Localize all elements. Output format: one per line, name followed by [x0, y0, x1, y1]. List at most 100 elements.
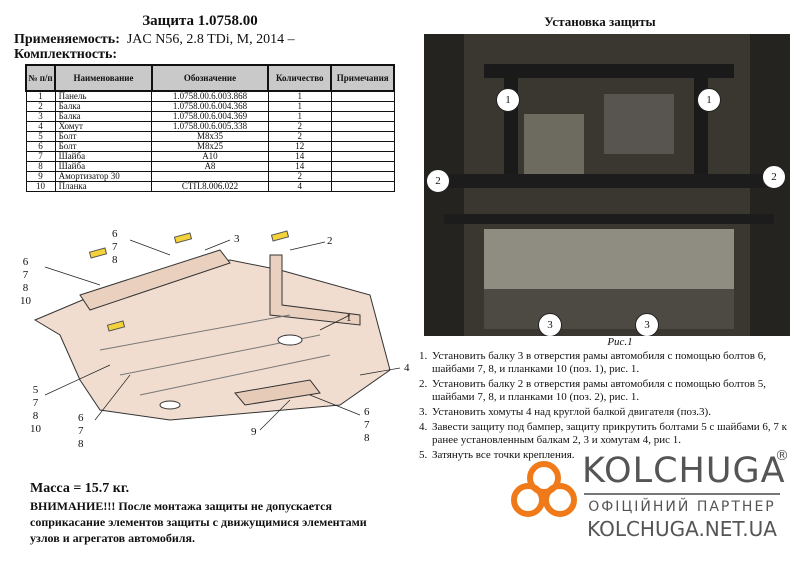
column-header: Обозначение	[150, 64, 270, 92]
cell-name: Балка	[54, 101, 153, 112]
beam-part	[269, 254, 361, 326]
cell-name: Болт	[54, 141, 153, 152]
step: Установить хомуты 4 над круглой балкой д…	[430, 406, 800, 419]
cell-qty: 14	[267, 151, 332, 162]
column-header: Наименование	[54, 64, 153, 92]
cell-note	[330, 141, 395, 152]
kit-label: Комплектность:	[14, 47, 118, 62]
column-header: № п/п	[24, 64, 57, 92]
cell-name: Шайба	[54, 161, 153, 172]
cell-n: 6	[25, 141, 56, 152]
cell-code: A10	[151, 151, 269, 162]
cell-n: 1	[25, 90, 56, 102]
diagram-callout: 6 7 8 10	[20, 256, 31, 307]
cell-n: 5	[25, 131, 56, 142]
cell-qty: 2	[267, 131, 332, 142]
diagram-callout: 6 7 8	[78, 412, 84, 450]
cell-code: 1.0758.00.6.003.868	[151, 90, 269, 102]
brand-name: KOLCHUGA	[582, 451, 786, 491]
diagram-callout: 6 7 8	[364, 406, 370, 444]
step: Установить балку 3 в отверстия рамы авто…	[430, 350, 800, 376]
kolchuga-logo-icon	[511, 461, 577, 517]
diagram-callout: 6 7 8	[112, 228, 118, 266]
diagram-callout: 1	[346, 312, 352, 324]
cell-n: 9	[25, 171, 56, 182]
mass-text: Масса = 15.7 кг.	[30, 481, 130, 496]
brand-url: KOLCHUGA.NET.UA	[587, 517, 777, 541]
cell-code: 1.0758.00.6.004.369	[151, 111, 269, 122]
brand-divider	[584, 493, 780, 495]
cell-note	[330, 181, 395, 192]
cell-code: СТП.8.006.022	[151, 181, 269, 192]
cell-name: Хомут	[54, 121, 153, 132]
diagram-callout: 9	[251, 426, 257, 438]
cell-name: Планка	[54, 181, 153, 192]
installation-steps: Установить балку 3 в отверстия рамы авто…	[414, 350, 800, 464]
panel-part	[33, 259, 391, 421]
cell-note	[330, 151, 395, 162]
column-header: Количество	[267, 64, 333, 92]
cell-code: M8x35	[151, 131, 269, 142]
figure-caption: Рис.1	[607, 336, 633, 348]
cell-note	[330, 121, 395, 132]
cell-qty: 4	[267, 181, 332, 192]
bracket-part	[234, 379, 321, 406]
cell-note	[330, 171, 395, 182]
photo-illustration	[424, 34, 790, 336]
exploded-diagram	[33, 230, 401, 431]
cell-qty: 1	[267, 90, 332, 102]
installation-title: Установка защиты	[544, 14, 656, 29]
cell-note	[330, 161, 395, 172]
cell-qty: 1	[267, 101, 332, 112]
diagram-callout: 4	[404, 362, 410, 374]
beam-part	[79, 249, 231, 311]
photo-callout: 3	[635, 313, 659, 336]
cell-n: 8	[25, 161, 56, 172]
photo-callout: 2	[762, 165, 786, 189]
photo-callout: 3	[538, 313, 562, 336]
cell-qty: 1	[267, 111, 332, 122]
cell-name: Шайба	[54, 151, 153, 162]
cell-name: Панель	[54, 90, 153, 102]
cell-qty: 2	[267, 121, 332, 132]
brand-tagline: ОФІЦІЙНИЙ ПАРТНЕР	[588, 499, 776, 515]
cell-n: 7	[25, 151, 56, 162]
cell-n: 10	[25, 181, 56, 192]
page-title: Защита 1.0758.00	[142, 13, 258, 29]
column-header: Примечания	[330, 64, 395, 92]
cell-code: 1.0758.00.6.005.338	[151, 121, 269, 132]
cell-n: 2	[25, 101, 56, 112]
cell-code	[151, 171, 269, 182]
diagram-callout: 3	[234, 233, 240, 245]
cell-qty: 2	[267, 171, 332, 182]
cell-name: Балка	[54, 111, 153, 122]
cell-code: M8x25	[151, 141, 269, 152]
step: Установить балку 2 в отверстия рамы авто…	[430, 378, 800, 404]
applicability: Применяемость: JAC N56, 2.8 TDi, M, 2014…	[14, 32, 295, 48]
cell-code: 1.0758.00.6.004.368	[151, 101, 269, 112]
cell-qty: 12	[267, 141, 332, 152]
cell-code: A8	[151, 161, 269, 172]
diagram-callout: 2	[327, 235, 333, 247]
photo-callout: 1	[697, 88, 721, 112]
cell-note	[330, 101, 395, 112]
cell-n: 4	[25, 121, 56, 132]
photo-callout: 1	[496, 88, 520, 112]
step: Затянуть все точки крепления.	[430, 449, 800, 462]
photo-callout: 2	[426, 169, 450, 193]
diagram-callout: 5 7 8 10	[30, 384, 41, 435]
cell-name: Амортизатор 30	[54, 171, 153, 182]
cell-qty: 14	[267, 161, 332, 172]
cell-note	[330, 131, 395, 142]
